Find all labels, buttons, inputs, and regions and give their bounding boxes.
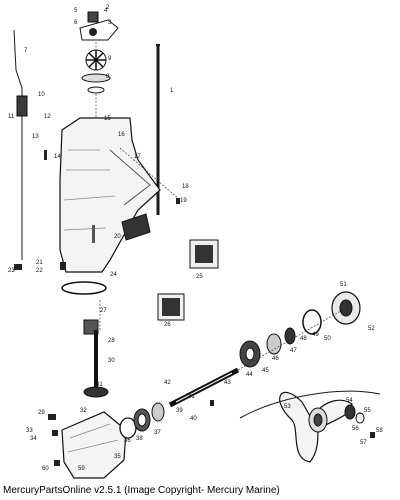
part-label-11: 11 xyxy=(8,114,15,120)
propeller-nut[interactable] xyxy=(344,404,365,424)
part-label-59: 59 xyxy=(78,466,85,472)
part-label-28: 28 xyxy=(108,338,115,344)
part-label-38: 38 xyxy=(136,436,143,442)
part-label-3: 3 xyxy=(108,20,112,26)
water-pump-impeller[interactable] xyxy=(85,49,107,71)
housing-o-ring[interactable] xyxy=(61,281,107,295)
part-label-8: 8 xyxy=(106,74,110,80)
part-label-25: 25 xyxy=(196,274,203,280)
part-label-7: 7 xyxy=(24,48,28,54)
bearing-46[interactable] xyxy=(266,333,282,355)
part-label-45: 45 xyxy=(262,368,269,374)
part-label-29: 29 xyxy=(38,410,45,416)
part-label-9: 9 xyxy=(108,56,112,62)
bearing-38[interactable] xyxy=(151,402,165,422)
part-label-56: 56 xyxy=(352,426,359,432)
part-label-18: 18 xyxy=(182,184,189,190)
part-label-53: 53 xyxy=(284,404,291,410)
part-label-17: 17 xyxy=(134,154,141,160)
part-label-54: 54 xyxy=(346,398,353,404)
lower-drive-shaft[interactable] xyxy=(83,319,109,398)
decal-26[interactable] xyxy=(157,293,185,321)
trim-tab-plate[interactable] xyxy=(121,213,151,241)
part-label-50: 50 xyxy=(324,336,331,342)
part-labels: 1 2 3 4 5 6 7 8 9 10 11 12 13 14 15 16 1… xyxy=(8,5,383,472)
part-label-10: 10 xyxy=(38,92,45,98)
decal-25[interactable] xyxy=(189,239,219,269)
part-label-4: 4 xyxy=(104,8,108,14)
exploded-parts-diagram: 1 2 3 4 5 6 7 8 9 10 11 12 13 14 15 16 1… xyxy=(8,5,383,479)
part-label-6: 6 xyxy=(74,20,78,26)
part-label-26: 26 xyxy=(164,322,171,328)
part-label-20: 20 xyxy=(114,234,121,240)
bearing-carrier-52[interactable] xyxy=(331,291,361,325)
part-label-58: 58 xyxy=(376,428,383,434)
part-label-23: 23 xyxy=(8,268,15,274)
part-label-60: 60 xyxy=(42,466,49,472)
part-label-19: 19 xyxy=(180,198,187,204)
reverse-gear-44[interactable] xyxy=(239,340,261,368)
leader-lines xyxy=(95,42,347,371)
o-ring-50[interactable] xyxy=(302,309,322,335)
part-label-51: 51 xyxy=(340,282,347,288)
part-label-13: 13 xyxy=(32,134,39,140)
part-label-43: 43 xyxy=(224,380,231,386)
gear-case-housing[interactable] xyxy=(61,411,127,479)
part-label-5: 5 xyxy=(74,8,78,14)
water-pump-cover[interactable] xyxy=(79,11,119,41)
part-label-37: 37 xyxy=(154,430,161,436)
part-label-2: 2 xyxy=(106,5,110,11)
propeller-shaft[interactable] xyxy=(168,367,240,408)
part-label-24: 24 xyxy=(110,272,117,278)
part-label-12: 12 xyxy=(44,114,51,120)
part-label-31: 31 xyxy=(96,382,103,388)
driveshaft-housing[interactable] xyxy=(59,117,161,273)
part-label-1: 1 xyxy=(170,88,174,94)
part-label-52: 52 xyxy=(368,326,375,332)
part-label-55: 55 xyxy=(364,408,371,414)
part-label-34: 34 xyxy=(30,436,37,442)
part-label-33: 33 xyxy=(26,428,33,434)
shift-rod-coupler[interactable] xyxy=(16,95,28,117)
propeller[interactable] xyxy=(279,391,353,463)
part-label-32: 32 xyxy=(80,408,87,414)
part-label-48: 48 xyxy=(300,336,307,342)
part-label-41: 41 xyxy=(188,394,195,400)
part-label-35: 35 xyxy=(114,454,121,460)
part-label-39: 39 xyxy=(176,408,183,414)
thrust-washer-48[interactable] xyxy=(284,327,296,345)
part-label-57: 57 xyxy=(360,440,367,446)
part-label-40: 40 xyxy=(190,416,197,422)
part-label-46: 46 xyxy=(272,356,279,362)
part-label-16: 16 xyxy=(118,132,125,138)
part-label-14: 14 xyxy=(54,154,61,160)
part-label-22: 22 xyxy=(36,268,43,274)
part-label-44: 44 xyxy=(246,372,253,378)
part-label-36: 36 xyxy=(124,438,131,444)
part-label-49: 49 xyxy=(312,332,319,338)
part-label-15: 15 xyxy=(104,116,111,122)
part-label-47: 47 xyxy=(290,348,297,354)
shift-rod[interactable] xyxy=(13,29,23,260)
part-label-21: 21 xyxy=(36,260,43,266)
bolts xyxy=(14,150,375,466)
forward-gear-37[interactable] xyxy=(133,408,151,432)
part-label-27: 27 xyxy=(100,308,107,314)
pump-plate[interactable] xyxy=(81,73,111,94)
part-label-42: 42 xyxy=(164,380,171,386)
copyright-caption: MercuryPartsOnline v2.5.1 (Image Copyrig… xyxy=(3,485,280,496)
part-label-30: 30 xyxy=(108,358,115,364)
